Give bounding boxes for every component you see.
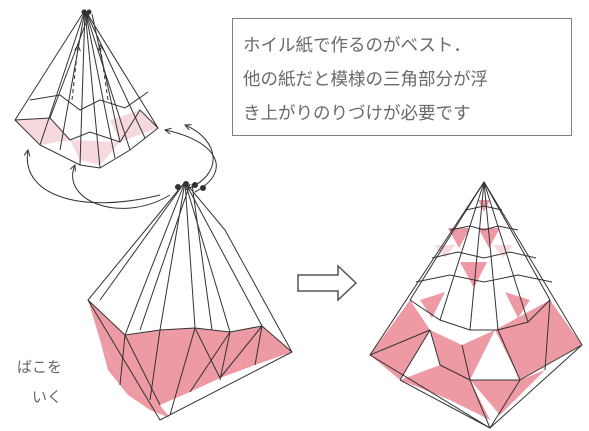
note-line-1: ホイル紙で作るのがベスト． [243,36,471,56]
cut-line-1: ばこを [16,358,62,376]
right-outline-arrow-icon [297,264,358,302]
cut-off-instruction: ばこを いく [0,352,62,412]
top-folded-piece [14,9,159,169]
note-line-3: き上がりのりづけが必要です [243,104,471,124]
right-finished-piece [369,181,583,429]
left-cone [87,181,293,421]
note-line-2: 他の紙だと模様の三角部分が浮 [243,70,488,90]
instruction-note: ホイル紙で作るのがベスト． 他の紙だと模様の三角部分が浮 き上がりのりづけが必要… [232,18,572,136]
cut-line-2: いく [31,388,62,406]
